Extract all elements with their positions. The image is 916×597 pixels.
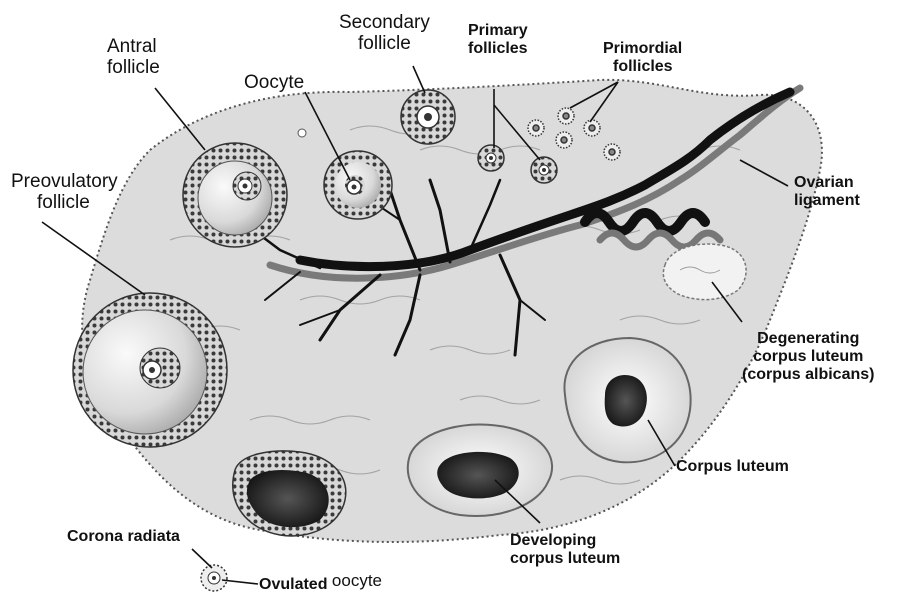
label-preovulatory-follicle: Preovulatory follicle: [11, 171, 118, 214]
corpus-albicans: [663, 244, 746, 300]
label-primordial-follicles: Primordial follicles: [603, 40, 682, 76]
oocyte-follicle: [324, 151, 392, 219]
antral-follicle: [183, 143, 287, 247]
small-follicle-dot: [298, 129, 306, 137]
label-developing-corpus-luteum: Developing corpus luteum: [510, 532, 620, 568]
label-degenerating-corpus-luteum: Degenerating corpus luteum (corpus albic…: [742, 330, 874, 384]
developing-corpus-luteum: [408, 424, 552, 515]
secondary-follicle: [401, 90, 455, 144]
label-primary-follicles: Primary follicles: [468, 22, 528, 58]
label-corona-radiata: Corona radiata: [67, 528, 180, 546]
label-antral-follicle: Antral follicle: [107, 36, 160, 79]
label-corpus-luteum: Corpus luteum: [676, 458, 789, 476]
label-ovulated-oocyte: Ovulated oocyte: [259, 574, 382, 594]
label-oocyte: Oocyte: [244, 72, 304, 93]
preovulatory-follicle: [73, 293, 227, 447]
corpus-luteum: [564, 338, 690, 462]
label-ovarian-ligament: Ovarian ligament: [794, 174, 860, 210]
label-secondary-follicle: Secondary follicle: [339, 12, 430, 55]
ovulated-oocyte: [201, 565, 227, 591]
